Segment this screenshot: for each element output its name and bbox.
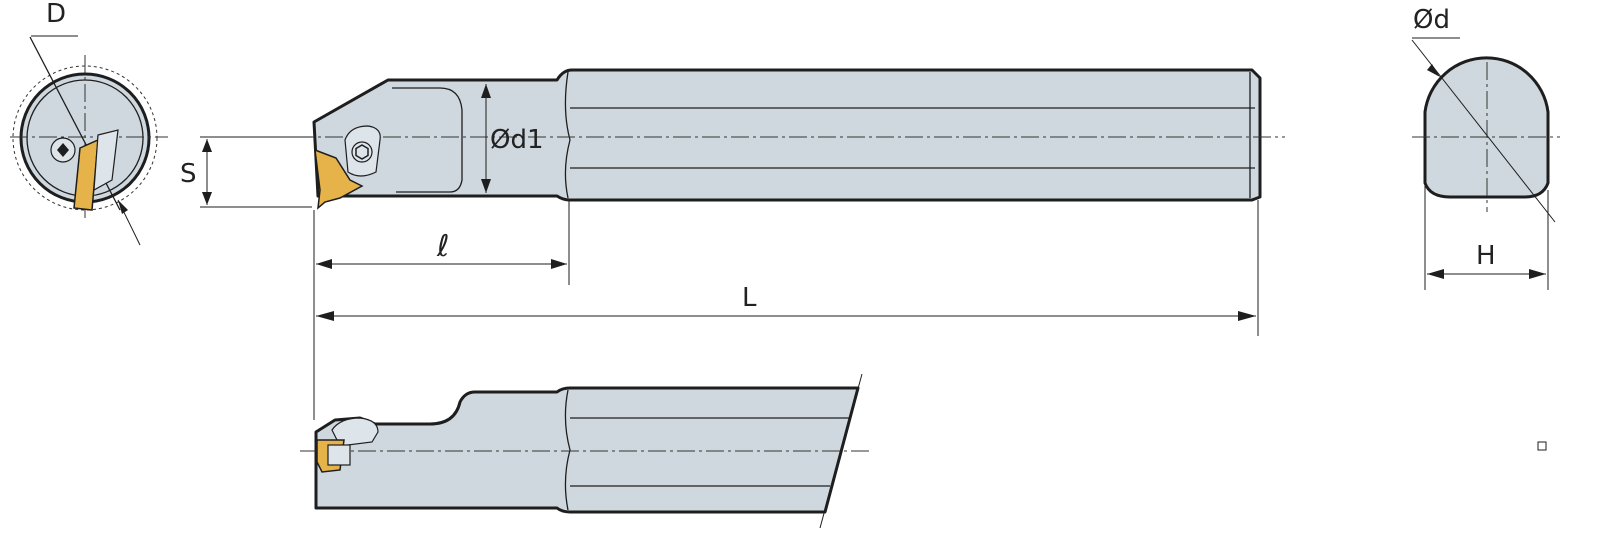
label-d1: Ød1 bbox=[490, 125, 544, 155]
label-L: L bbox=[742, 283, 757, 313]
label-D: D bbox=[46, 0, 66, 29]
top-view-shank bbox=[314, 386, 860, 514]
side-view-insert bbox=[314, 148, 364, 210]
side-view: Ød1 S ℓ L bbox=[180, 68, 1285, 420]
label-S: S bbox=[180, 159, 197, 189]
torx-socket-icon bbox=[57, 143, 69, 157]
corner-marker bbox=[1537, 441, 1547, 451]
label-l: ℓ bbox=[436, 229, 449, 264]
side-view-shank bbox=[312, 68, 1262, 202]
front-view-insert bbox=[73, 138, 99, 211]
hex-socket-icon bbox=[355, 144, 369, 160]
label-H: H bbox=[1476, 241, 1496, 271]
end-view: Ød H bbox=[1411, 5, 1560, 290]
label-d: Ød bbox=[1413, 5, 1450, 35]
top-view bbox=[300, 373, 870, 529]
front-end-view: D bbox=[10, 0, 168, 246]
